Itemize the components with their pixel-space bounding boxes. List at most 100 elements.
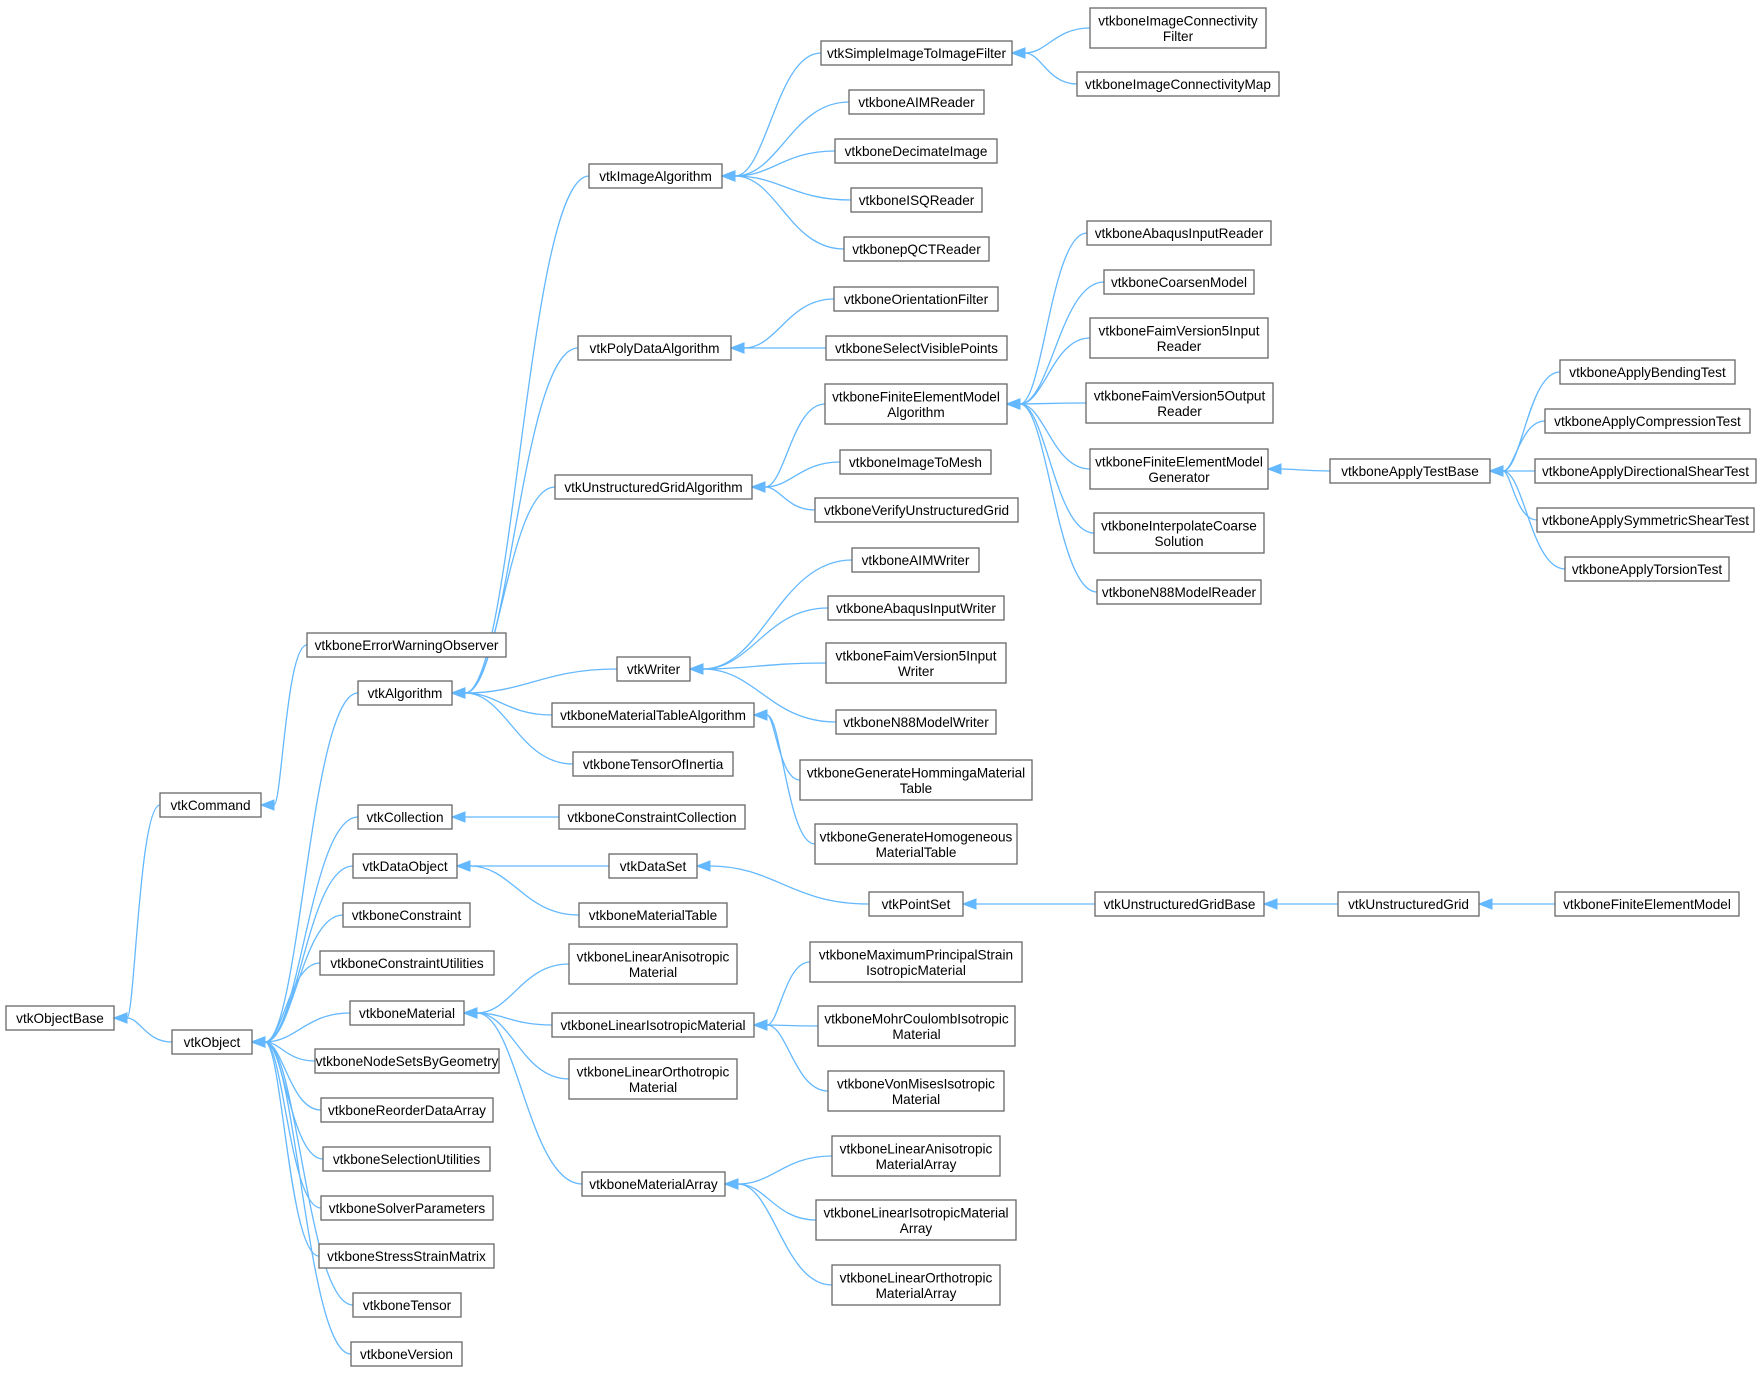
class-node-object[interactable]: vtkObject — [171, 1029, 253, 1055]
edge-n_imgtomesh-to-n_ugridalgo — [764, 461, 841, 488]
class-node-reorder[interactable]: vtkboneReorderDataArray — [320, 1097, 494, 1123]
class-node-material[interactable]: vtkboneMaterial — [349, 1000, 465, 1026]
class-node-matarray[interactable]: vtkboneMaterialArray — [581, 1171, 726, 1197]
class-node-algorithm[interactable]: vtkAlgorithm — [357, 680, 453, 706]
class-node-tensorinertia[interactable]: vtkboneTensorOfInertia — [572, 751, 734, 777]
class-node-box — [1544, 408, 1751, 434]
class-node-box — [825, 642, 1007, 684]
class-node-ugridalgo[interactable]: vtkUnstructuredGridAlgorithm — [554, 474, 753, 500]
class-node-selutil[interactable]: vtkboneSelectionUtilities — [322, 1146, 491, 1172]
class-node-label: vtkboneApplyBendingTest — [1569, 365, 1726, 380]
class-node-dirshear[interactable]: vtkboneApplyDirectionalShearTest — [1534, 458, 1757, 484]
class-node-isqreader[interactable]: vtkboneISQReader — [850, 187, 983, 213]
class-node-nodesets[interactable]: vtkboneNodeSetsByGeometry — [314, 1048, 500, 1074]
class-node-imgconnmap[interactable]: vtkboneImageConnectivityMap — [1076, 71, 1280, 97]
class-node-box — [835, 709, 997, 735]
class-node-femodel[interactable]: vtkboneFiniteElementModel — [1554, 891, 1740, 917]
class-node-command[interactable]: vtkCommand — [159, 792, 262, 818]
class-node-label: vtkboneSolverParameters — [329, 1201, 486, 1216]
class-node-label: Array — [900, 1221, 933, 1236]
arrowhead-n_n88reader-to-n_femalgo — [1005, 398, 1021, 410]
class-node-orientfilter[interactable]: vtkboneOrientationFilter — [833, 286, 999, 312]
class-node-box — [568, 943, 738, 985]
class-node-compression[interactable]: vtkboneApplyCompressionTest — [1544, 408, 1751, 434]
class-node-version[interactable]: vtkboneVersion — [350, 1341, 463, 1367]
class-node-liniso[interactable]: vtkboneLinearIsotropicMaterial — [551, 1012, 755, 1038]
class-node-pqctreader[interactable]: vtkbonepQCTReader — [843, 236, 990, 262]
class-node-writer[interactable]: vtkWriter — [616, 656, 691, 682]
class-node-simpleimg[interactable]: vtkSimpleImageToImageFilter — [820, 40, 1013, 66]
class-node-imgtomesh[interactable]: vtkboneImageToMesh — [839, 449, 992, 475]
class-node-n88reader[interactable]: vtkboneN88ModelReader — [1096, 579, 1262, 605]
class-node-imagealgo[interactable]: vtkImageAlgorithm — [588, 163, 723, 189]
class-node-label: Algorithm — [887, 405, 944, 420]
class-node-verifyugrid[interactable]: vtkboneVerifyUnstructuredGrid — [814, 497, 1019, 523]
class-node-box — [851, 547, 980, 573]
class-node-objectbase[interactable]: vtkObjectBase — [5, 1005, 115, 1031]
class-node-constraintutil[interactable]: vtkboneConstraintUtilities — [319, 950, 495, 976]
class-node-label: vtkboneDecimateImage — [845, 144, 988, 159]
class-node-dataobject[interactable]: vtkDataObject — [352, 853, 458, 879]
class-node-aimwriter[interactable]: vtkboneAIMWriter — [851, 547, 980, 573]
class-node-box — [577, 335, 732, 361]
class-node-box — [868, 891, 964, 917]
class-node-label: Table — [900, 781, 933, 796]
class-node-polydataalgo[interactable]: vtkPolyDataAlgorithm — [577, 335, 732, 361]
class-node-dataset[interactable]: vtkDataSet — [608, 853, 698, 879]
class-node-mattablealgo[interactable]: vtkboneMaterialTableAlgorithm — [551, 702, 755, 728]
class-node-label: vtkboneImageConnectivityMap — [1085, 77, 1271, 92]
class-node-constraint[interactable]: vtkboneConstraint — [342, 902, 471, 928]
edge-n_abaqreader-to-n_femalgo — [1019, 232, 1088, 405]
class-node-label: vtkboneAbaqusInputReader — [1095, 226, 1264, 241]
class-node-solverparams[interactable]: vtkboneSolverParameters — [320, 1195, 494, 1221]
class-node-tensor[interactable]: vtkboneTensor — [352, 1292, 462, 1318]
class-node-constraintcoll[interactable]: vtkboneConstraintCollection — [558, 804, 746, 830]
class-node-torsion[interactable]: vtkboneApplyTorsionTest — [1564, 556, 1730, 582]
class-node-abaqwriter[interactable]: vtkboneAbaqusInputWriter — [827, 595, 1005, 621]
class-node-ugrid[interactable]: vtkUnstructuredGrid — [1337, 891, 1480, 917]
class-node-mattable[interactable]: vtkboneMaterialTable — [578, 902, 728, 928]
class-node-label: vtkboneApplyDirectionalShearTest — [1542, 464, 1749, 479]
class-node-collection[interactable]: vtkCollection — [357, 804, 453, 830]
class-node-ugridbase[interactable]: vtkUnstructuredGridBase — [1094, 891, 1265, 917]
class-node-testbase[interactable]: vtkboneApplyTestBase — [1329, 458, 1491, 484]
class-node-bending[interactable]: vtkboneApplyBendingTest — [1559, 359, 1736, 385]
class-node-label: Material — [892, 1092, 940, 1107]
class-node-label: vtkboneMaterialTableAlgorithm — [560, 708, 746, 723]
class-node-aimreader[interactable]: vtkboneAIMReader — [848, 89, 985, 115]
class-node-maxprinc[interactable]: vtkboneMaximumPrincipalStrainIsotropicMa… — [809, 941, 1023, 983]
edge-n_mattablealgo-to-n_algorithm — [464, 692, 553, 716]
class-node-stressstrain[interactable]: vtkboneStressStrainMatrix — [318, 1243, 495, 1269]
edge-n_n88writer-to-n_writer — [702, 668, 837, 723]
class-node-box — [1093, 512, 1265, 554]
arrowhead-n_imgconnmap-to-n_simpleimg — [1010, 47, 1026, 59]
class-node-label: vtkboneReorderDataArray — [328, 1103, 486, 1118]
class-node-box — [320, 1195, 494, 1221]
class-node-symshear[interactable]: vtkboneApplySymmetricShearTest — [1536, 507, 1755, 533]
class-node-n88writer[interactable]: vtkboneN88ModelWriter — [835, 709, 997, 735]
edge-n_algorithm-to-n_object — [264, 692, 359, 1043]
class-node-errwarn[interactable]: vtkboneErrorWarningObserver — [306, 632, 507, 658]
class-node-decimate[interactable]: vtkboneDecimateImage — [834, 138, 998, 164]
class-node-pointset[interactable]: vtkPointSet — [868, 891, 964, 917]
class-node-selvispts[interactable]: vtkboneSelectVisiblePoints — [825, 335, 1008, 361]
class-node-coarsen[interactable]: vtkboneCoarsenModel — [1103, 269, 1255, 295]
edge-n_reorder-to-n_object — [264, 1041, 322, 1111]
class-node-abaqreader[interactable]: vtkboneAbaqusInputReader — [1086, 220, 1272, 246]
